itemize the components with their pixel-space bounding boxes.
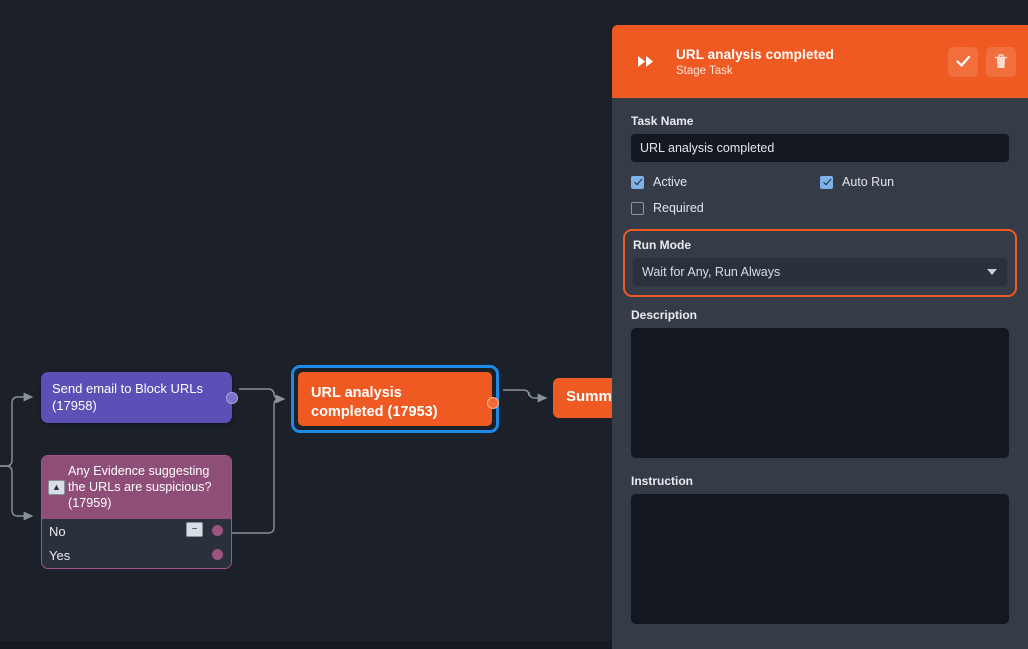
trash-icon [994,54,1008,68]
description-field: Description [631,308,1009,463]
chevron-up-icon[interactable]: ▲ [48,480,65,495]
instruction-textarea[interactable] [631,494,1009,624]
task-name-field: Task Name [631,114,1009,162]
instruction-field: Instruction [631,474,1009,629]
task-properties-panel: URL analysis completed Stage Task Task N… [612,25,1028,649]
delete-button[interactable] [986,46,1016,77]
instruction-label: Instruction [631,474,693,488]
run-mode-select[interactable]: Wait for Any, Run Always [633,258,1007,286]
checkbox-icon[interactable] [631,201,644,215]
node-label: Send email to Block URLs (17958) [52,381,204,413]
task-name-label: Task Name [631,114,694,128]
node-body: URL analysis completed (17953) [298,372,499,426]
checkbox-auto-run[interactable]: Auto Run [820,175,1009,189]
node-output-port[interactable] [487,397,499,409]
checkbox-label: Active [653,175,688,189]
fast-forward-icon [634,55,660,68]
workflow-node-17959[interactable]: ▲ Any Evidence suggesting the URLs are s… [41,455,232,569]
check-icon [955,55,970,67]
panel-subtitle: Stage Task [676,64,733,77]
checkbox-label: Required [653,201,704,215]
panel-header-text: URL analysis completed Stage Task [676,47,940,77]
task-name-input[interactable] [631,134,1009,162]
confirm-button[interactable] [948,46,978,77]
panel-header: URL analysis completed Stage Task [612,25,1028,98]
canvas-bottom-strip [0,641,1028,649]
node-label: URL analysis completed (17953) [311,385,438,420]
branch-output-port[interactable] [212,525,223,536]
run-mode-field: Run Mode Wait for Any, Run Always [623,229,1017,297]
run-mode-label: Run Mode [633,238,691,252]
branch-label: No [49,523,66,539]
panel-title: URL analysis completed [676,46,835,62]
minus-icon[interactable]: − [186,522,203,537]
node-output-port[interactable] [226,392,238,404]
task-flags: Active Auto Run Required [631,175,1009,215]
checkbox-label: Auto Run [842,175,895,189]
chevron-down-icon[interactable] [987,269,997,275]
decision-header: ▲ Any Evidence suggesting the URLs are s… [42,456,231,519]
node-label: Summ [566,388,612,405]
checkbox-icon[interactable] [820,175,833,189]
decision-branches: No − Yes [42,519,231,568]
checkbox-icon[interactable] [631,175,644,189]
workflow-node-17953[interactable]: URL analysis completed (17953) [291,365,499,433]
description-label: Description [631,308,698,322]
node-label: Any Evidence suggesting the URLs are sus… [68,464,212,510]
checkbox-active[interactable]: Active [631,175,820,189]
panel-body: Task Name Active Auto Run Required [612,98,1028,629]
decision-branch-yes[interactable]: Yes [42,543,231,567]
branch-output-port[interactable] [212,549,223,560]
run-mode-value: Wait for Any, Run Always [642,265,781,279]
branch-label: Yes [49,547,71,563]
checkbox-required[interactable]: Required [631,201,820,215]
decision-branch-no[interactable]: No − [42,519,231,543]
description-textarea[interactable] [631,328,1009,458]
workflow-node-17958[interactable]: Send email to Block URLs (17958) [41,372,238,423]
